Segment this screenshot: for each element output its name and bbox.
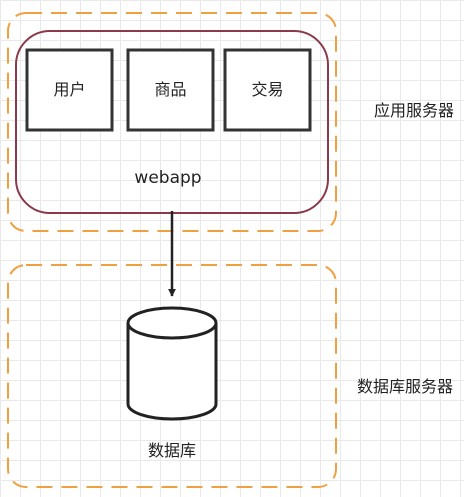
module-box-user (25, 48, 114, 132)
module-label-user: 用户 (53, 80, 85, 99)
db-server-group-border (7, 264, 337, 488)
database-cylinder-icon (126, 306, 218, 421)
module-label-product: 商品 (154, 80, 186, 99)
module-label-trade: 交易 (251, 80, 283, 99)
webapp-label: webapp (134, 168, 201, 188)
db-server-label: 数据库服务器 (357, 377, 453, 396)
database-label: 数据库 (148, 441, 196, 460)
module-box-trade (223, 48, 312, 132)
module-box-product (126, 48, 215, 132)
app-server-label: 应用服务器 (374, 101, 454, 120)
